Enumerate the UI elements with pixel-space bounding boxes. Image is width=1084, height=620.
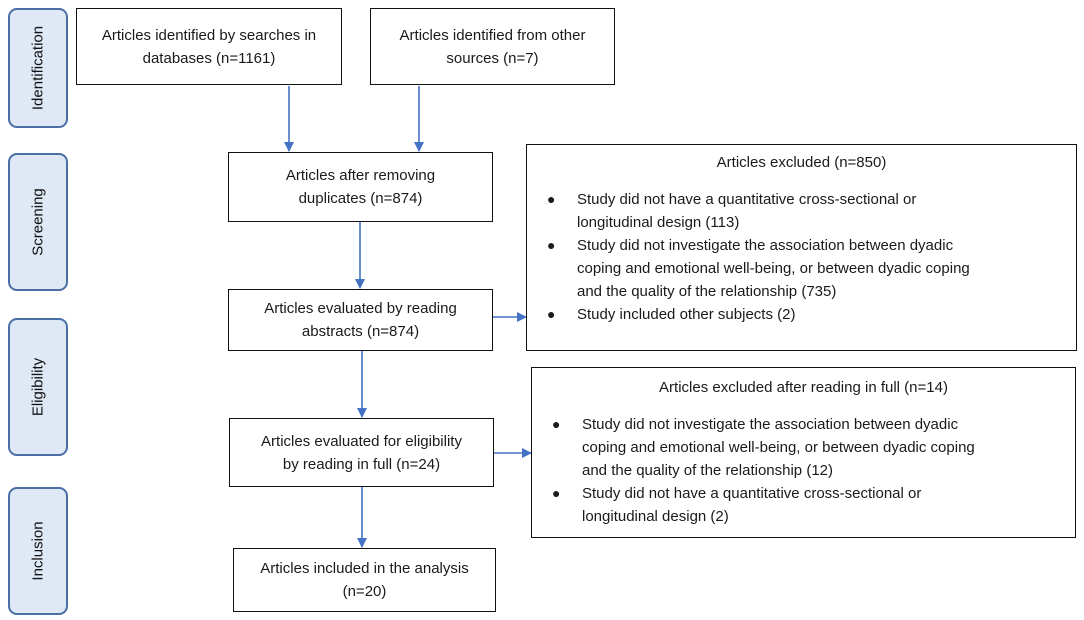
box-full-text: Articles evaluated for eligibility by re… [229,418,494,487]
box-other-sources-text: Articles identified from other sources (… [399,26,586,67]
bullet: ● [552,485,561,501]
excluded-screening-item: ●Study did not have a quantitative cross… [527,188,1076,234]
box-databases: Articles identified by searches in datab… [76,8,342,85]
box-included: Articles included in the analysis (n=20) [233,548,496,612]
excluded-screening-item: ●Study included other subjects (2) [527,303,1076,326]
box-abstracts-text: Articles evaluated by reading abstracts … [264,300,457,340]
bullet: ● [547,306,556,322]
box-after-duplicates: Articles after removing duplicates (n=87… [228,152,493,222]
phase-inclusion: Inclusion [8,487,68,615]
box-abstracts: Articles evaluated by reading abstracts … [228,289,493,351]
box-excluded-screening: Articles excluded (n=850) ●Study did not… [526,144,1077,351]
excluded-screening-list: ●Study did not have a quantitative cross… [527,188,1076,326]
phase-eligibility: Eligibility [8,318,68,456]
box-other-sources: Articles identified from other sources (… [370,8,615,85]
excluded-full-title: Articles excluded after reading in full … [659,379,948,396]
excluded-screening-item: ●Study did not investigate the associati… [527,234,1076,303]
excluded-full-item: ●Study did not investigate the associati… [532,413,1075,482]
excluded-full-list: ●Study did not investigate the associati… [532,413,1075,528]
box-full-text-text: Articles evaluated for eligibility by re… [261,432,462,473]
bullet: ● [547,191,556,207]
excluded-full-item: ●Study did not have a quantitative cross… [532,482,1075,528]
box-included-text: Articles included in the analysis (n=20) [260,560,469,600]
box-databases-text: Articles identified by searches in datab… [101,26,317,67]
box-after-duplicates-text: Articles after removing duplicates (n=87… [285,167,436,207]
bullet: ● [547,237,556,253]
phase-identification: Identification [8,8,68,128]
box-excluded-full: Articles excluded after reading in full … [531,367,1076,538]
excluded-screening-title: Articles excluded (n=850) [716,154,887,171]
bullet: ● [552,416,561,432]
phase-screening: Screening [8,153,68,291]
